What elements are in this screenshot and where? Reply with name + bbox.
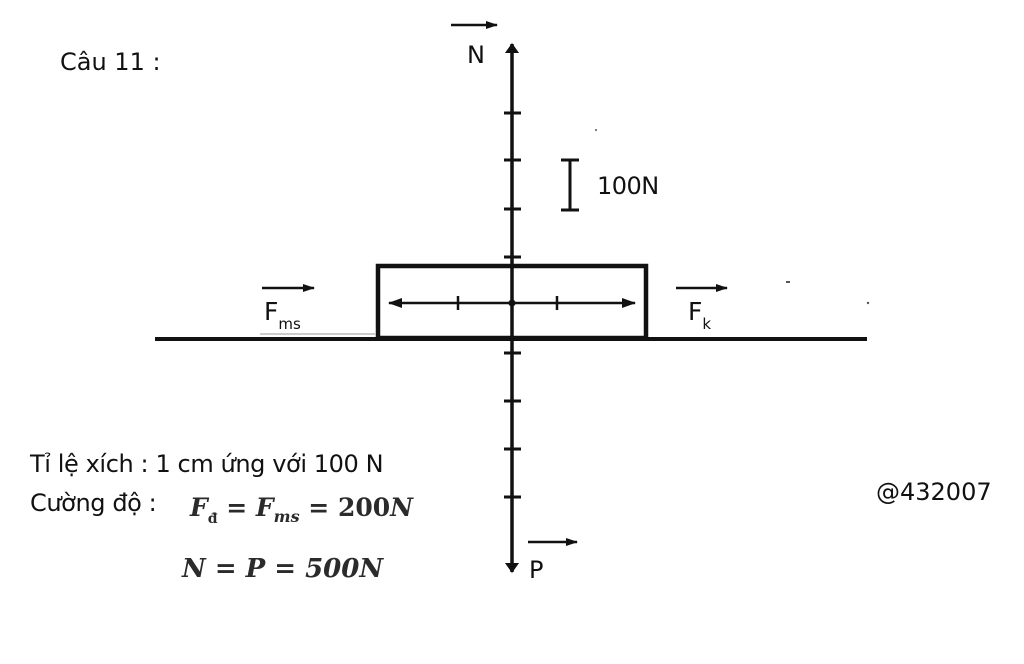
- eq1-mid-sub: ms: [273, 507, 300, 526]
- speck: [786, 281, 790, 283]
- friction-label-sub: ms: [278, 315, 301, 333]
- friction-force-label: Fms: [264, 297, 301, 332]
- eq1-equals-1: =: [217, 493, 256, 522]
- eq1-lhs: F: [190, 493, 208, 522]
- pull-label-sub: k: [702, 315, 712, 333]
- origin-point: [508, 299, 516, 307]
- eq1-lhs-sub: đ: [207, 511, 218, 527]
- weight-force-label: P: [529, 556, 544, 584]
- question-label: Câu 11 :: [60, 48, 161, 76]
- equation-normal-weight: N = P = 500N: [182, 556, 383, 582]
- normal-force-label: N: [467, 41, 485, 69]
- scale-bar: [561, 158, 579, 212]
- eq2-unit: N: [359, 554, 384, 584]
- eq1-value: = 200: [299, 493, 391, 522]
- speck: [595, 129, 597, 131]
- vertical-ticks: [504, 111, 521, 499]
- equation-friction: Fđ = Fms = 200N: [190, 493, 413, 526]
- pull-force-label: Fk: [688, 297, 711, 332]
- speck: [866, 301, 870, 305]
- horizontal-ticks: [456, 296, 559, 310]
- eq1-mid: F: [255, 493, 274, 522]
- pull-label-main: F: [688, 297, 703, 326]
- magnitude-heading: Cường độ :: [30, 489, 157, 517]
- scale-bar-label: 100N: [597, 172, 659, 200]
- eq2-text: N = P = 500: [182, 554, 360, 584]
- eq1-unit: N: [390, 493, 413, 522]
- friction-label-main: F: [264, 297, 279, 326]
- scale-note: Tỉ lệ xích : 1 cm ứng với 100 N: [30, 450, 384, 478]
- watermark: @432007: [876, 478, 992, 506]
